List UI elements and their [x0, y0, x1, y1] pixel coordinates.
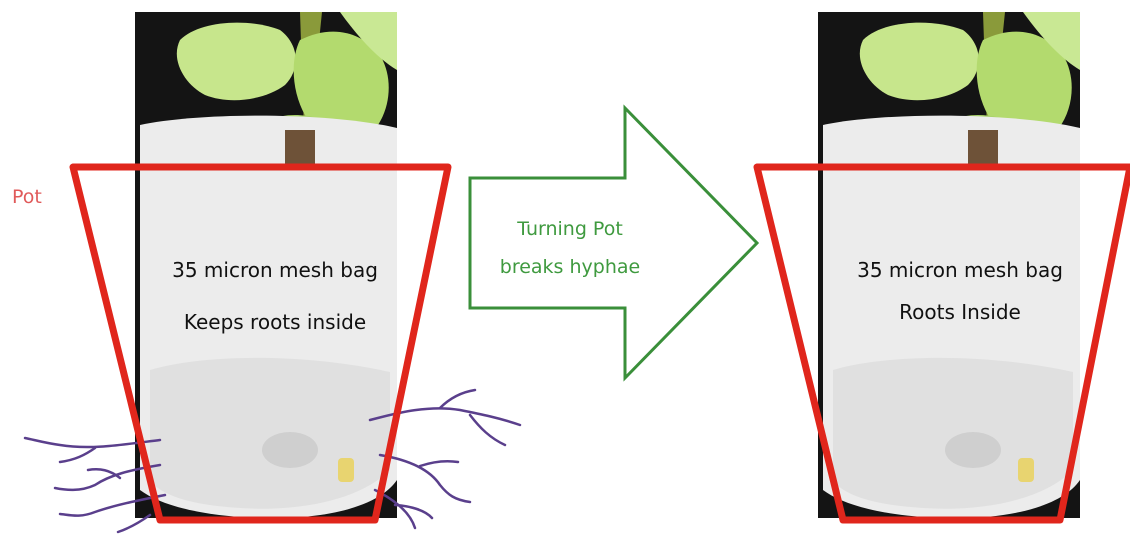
left-bag-caption: Keeps roots inside [130, 310, 420, 334]
left-bag-tag [338, 458, 354, 482]
turning-arrow-icon [470, 108, 757, 378]
pot-label: Pot [12, 186, 42, 208]
left-bag-label: 35 micron mesh bag [130, 258, 420, 282]
right-bag-caption: Roots Inside [815, 300, 1105, 324]
arrow-label-line1: Turning Pot [470, 218, 670, 240]
right-bag-label: 35 micron mesh bag [815, 258, 1105, 282]
right-bag-tag [1018, 458, 1034, 482]
arrow-label-line2: breaks hyphae [470, 256, 670, 278]
